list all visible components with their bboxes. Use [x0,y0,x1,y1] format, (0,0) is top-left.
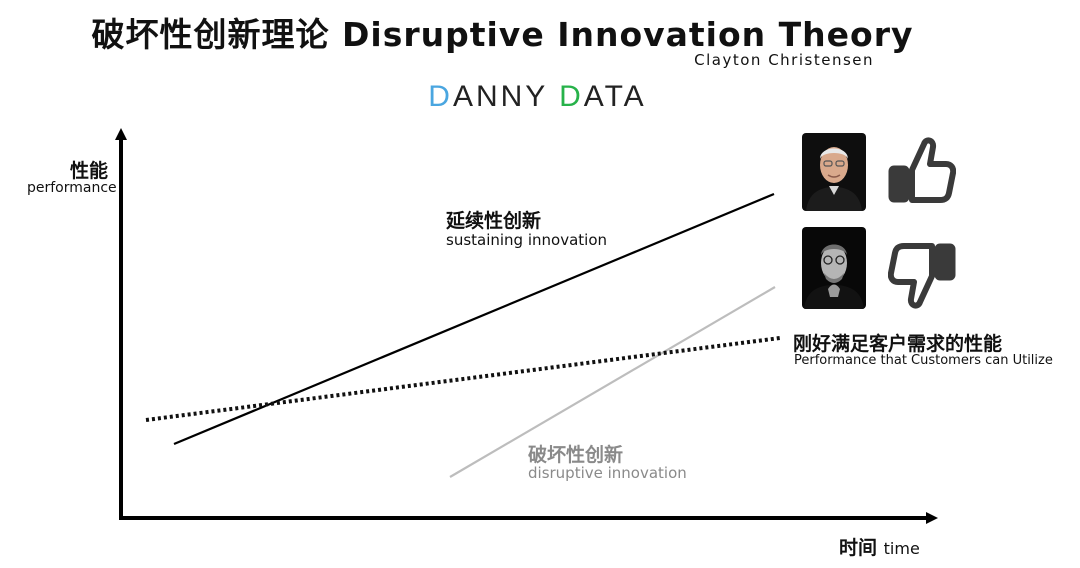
author-name: Clayton Christensen [694,51,874,69]
sustaining-line [173,192,775,446]
thumbs-down-icon [887,240,956,312]
sustaining-label-cn: 延续性创新 [446,210,542,232]
disruptive-label-cn: 破坏性创新 [528,444,624,466]
customer-need-label-en: Performance that Customers can Utilize [794,353,1053,368]
brand-logo: DANNY DATA [0,80,1075,114]
y-axis-label-en: performance [27,180,117,196]
x-axis-label-en: time [883,539,920,558]
x-axis-label: 时间 time [839,533,920,560]
brand-letter-2: D [559,80,584,113]
sustaining-label-en: sustaining innovation [446,231,608,249]
brand-text-1: ANNY [452,80,560,113]
brand-text-2: ATA [583,80,647,113]
disruptive-label-en: disruptive innovation [528,464,687,482]
customer-need-line [145,336,781,422]
portrait-photo-bottom [802,227,866,309]
disruptive-line [449,286,776,478]
customer-need-label-cn: 刚好满足客户需求的性能 [793,333,1003,355]
y-axis-label-cn: 性能 [70,160,109,182]
portrait-photo-top [802,133,866,211]
x-axis-label-cn: 时间 [839,537,878,559]
thumbs-up-icon [888,134,957,206]
page-title: 破坏性创新理论 Disruptive Innovation Theory [91,15,914,54]
brand-letter-1: D [428,80,453,113]
